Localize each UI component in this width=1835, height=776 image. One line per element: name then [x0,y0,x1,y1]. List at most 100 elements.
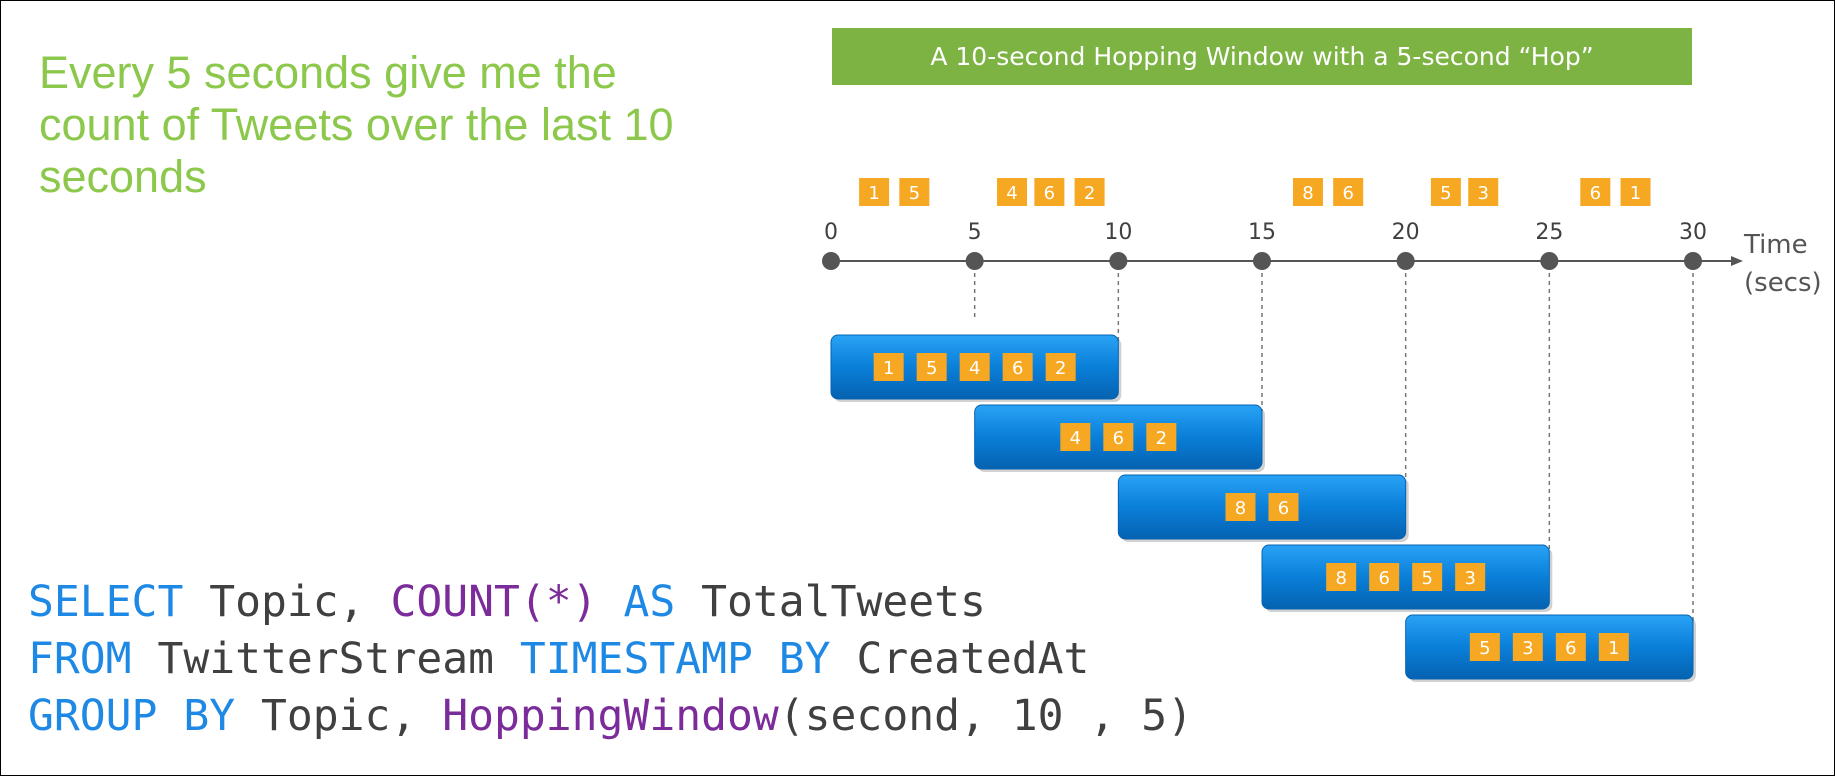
tweet-value: 2 [1156,428,1167,449]
tweet-box [1326,563,1357,591]
tweet-marker: 5 [1469,633,1500,661]
tick-label: 15 [1248,220,1276,245]
tick-label: 25 [1535,220,1563,245]
tick-dot [965,252,984,270]
tweet-value: 6 [1278,498,1289,519]
tweet-marker: 5 [1430,178,1461,206]
tweet-box [859,178,890,206]
tweet-marker: 2 [1146,423,1177,451]
keyword: GROUP BY [28,691,236,741]
tweet-box [1268,493,1299,521]
tweet-marker: 2 [1074,178,1105,206]
headline: Every 5 seconds give me the count of Twe… [39,47,674,202]
tweet-value: 4 [1070,428,1081,449]
tick-label: 20 [1392,220,1420,245]
tick-dot [1540,252,1559,270]
tweet-box [1060,423,1091,451]
tweet-marker: 8 [1225,493,1256,521]
query-code: SELECT Topic, COUNT(*) AS TotalTweets FR… [28,574,1193,745]
tweet-box [1103,423,1134,451]
tweet-marker: 8 [1292,178,1323,206]
tweet-box [1598,633,1629,661]
query-line-1: SELECT Topic, COUNT(*) AS TotalTweets [28,577,986,627]
code-text: TotalTweets [675,577,986,627]
tweet-box [1034,178,1065,206]
tweet-marker: 5 [916,353,947,381]
tweet-value: 3 [1522,638,1533,659]
tweet-value: 3 [1478,183,1489,204]
guide-lines [973,273,1694,621]
tick-label: 0 [824,220,838,245]
window-body [1117,474,1407,540]
tweet-marker: 5 [1412,563,1443,591]
tweet-marker: 3 [1468,178,1499,206]
window-bar: 1 5 4 6 2 [830,334,1122,402]
tick-dot [1684,252,1702,270]
code-text: Topic, [235,691,443,741]
tweet-box [1468,178,1499,206]
tweet-value: 8 [1302,183,1313,204]
tweet-box [959,353,990,381]
tweet-box [1455,563,1486,591]
tweet-value: 6 [1012,358,1023,379]
tweet-marker: 1 [873,353,904,381]
axis-label-time: Time [1743,230,1808,260]
tweet-marker: 6 [1103,423,1134,451]
tweet-marker: 2 [1045,353,1076,381]
tweet-value: 5 [1421,568,1432,589]
tweet-value: 2 [1084,183,1095,204]
tick-label: 30 [1679,220,1707,245]
tweet-value: 5 [926,358,937,379]
tick-dot [1109,252,1128,270]
axis-label-unit: (secs) [1744,268,1822,298]
code-text [598,577,624,627]
tick-label: 5 [968,220,982,245]
tweet-box [1512,633,1543,661]
tweet-box [997,178,1028,206]
keyword: SELECT [28,577,184,627]
tweet-box [1580,178,1611,206]
tweet-box [916,353,947,381]
tweet-value: 5 [909,183,920,204]
code-text: Topic, [183,577,391,627]
tweet-box [1292,178,1323,206]
tweet-value: 6 [1342,183,1353,204]
tweet-value: 1 [1630,183,1641,204]
window-body [1261,544,1550,610]
tweet-value: 4 [1006,183,1017,204]
tweet-box [873,353,904,381]
tweet-value: 8 [1235,498,1246,519]
tweet-value: 2 [1055,358,1066,379]
tweet-marker: 1 [1598,633,1629,661]
tweet-value: 6 [1565,638,1576,659]
tick-label: 10 [1104,220,1132,245]
tweet-marker: 6 [1002,353,1033,381]
tweet-box [1146,423,1177,451]
window-bar: 5 3 6 1 [1405,614,1696,682]
diagram-title: A 10-second Hopping Window with a 5-seco… [930,42,1594,71]
tweet-box [1469,633,1500,661]
tweet-value: 1 [868,183,879,204]
tweet-marker: 3 [1455,563,1486,591]
diagram-title-banner: A 10-second Hopping Window with a 5-seco… [832,28,1692,85]
code-text: CreatedAt [830,634,1090,684]
tweet-marker: 1 [1620,178,1651,206]
tweet-box [1412,563,1443,591]
tweet-box [899,178,930,206]
tweet-box [1369,563,1400,591]
tick-dot [1396,252,1415,270]
code-text: TwitterStream [131,634,520,684]
tweet-marker: 6 [1268,493,1299,521]
window-body [1405,614,1694,680]
tweet-marker: 6 [1034,178,1065,206]
tweet-box [1555,633,1586,661]
tweet-marker: 6 [1333,178,1364,206]
tweet-value: 4 [969,358,980,379]
tweet-value: 6 [1113,428,1124,449]
tweet-value: 8 [1335,568,1346,589]
query-line-2: FROM TwitterStream TIMESTAMP BY CreatedA… [28,634,1089,684]
